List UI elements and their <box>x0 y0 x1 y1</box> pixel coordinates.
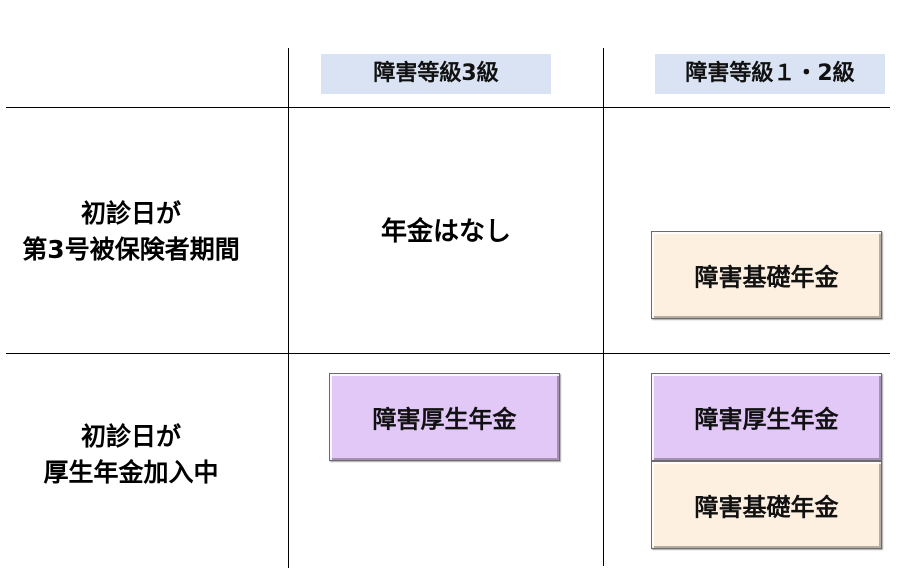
column-header-grade3: 障害等級3級 <box>321 54 551 94</box>
row-label-kousei-member: 初診日が 厚生年金加入中 <box>0 419 262 491</box>
employee-disability-pension-box: 障害厚生年金 <box>651 373 882 461</box>
no-pension-text: 年金はなし <box>380 217 511 247</box>
row-label-third-insured: 初診日が 第3号被保険者期間 <box>0 196 262 268</box>
divider-vertical-left <box>288 48 289 568</box>
employee-disability-pension-box: 障害厚生年金 <box>329 373 560 461</box>
box-label: 障害厚生年金 <box>372 405 517 434</box>
row-label-line1: 初診日が <box>80 199 181 228</box>
basic-disability-pension-box: 障害基礎年金 <box>651 231 882 319</box>
box-label: 障害厚生年金 <box>694 405 839 434</box>
row-label-line2: 厚生年金加入中 <box>43 458 219 487</box>
divider-horizontal-middle <box>6 353 890 354</box>
box-label: 障害基礎年金 <box>694 263 839 292</box>
divider-vertical-right <box>603 48 604 566</box>
divider-horizontal-header <box>6 107 890 108</box>
column-header-grade12: 障害等級１・2級 <box>655 54 885 94</box>
row-label-line1: 初診日が <box>80 422 181 451</box>
basic-disability-pension-box: 障害基礎年金 <box>651 461 882 549</box>
row-label-line2: 第3号被保険者期間 <box>22 235 240 264</box>
box-label: 障害基礎年金 <box>694 493 839 522</box>
